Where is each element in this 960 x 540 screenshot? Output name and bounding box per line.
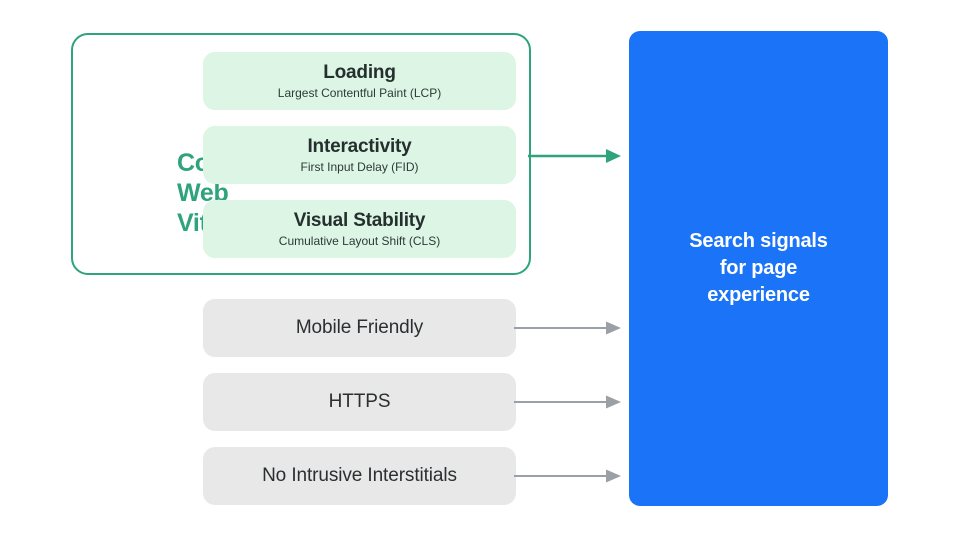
signal-label-https: HTTPS bbox=[328, 391, 391, 412]
metric-box-loading: Loading Largest Contentful Paint (LCP) bbox=[203, 52, 516, 110]
metric-title-visual-stability: Visual Stability bbox=[293, 209, 426, 231]
core-web-vitals-arrow-icon bbox=[528, 149, 621, 163]
signal-label-no-intrusive-interstitials: No Intrusive Interstitials bbox=[262, 465, 457, 486]
metric-box-visual-stability: Visual Stability Cumulative Layout Shift… bbox=[203, 200, 516, 258]
mobile-friendly-arrow-icon bbox=[514, 321, 621, 335]
metric-title-loading: Loading bbox=[323, 61, 396, 83]
no-intrusive-interstitials-arrow-icon bbox=[514, 469, 621, 483]
signal-box-no-intrusive-interstitials: No Intrusive Interstitials bbox=[203, 447, 516, 505]
search-signals-line-2: for page bbox=[719, 257, 798, 279]
search-signals-line-1: Search signals bbox=[689, 230, 828, 252]
signal-box-https: HTTPS bbox=[203, 373, 516, 431]
search-signals-line-3: experience bbox=[707, 284, 810, 306]
metric-box-interactivity: Interactivity First Input Delay (FID) bbox=[203, 126, 516, 184]
metric-title-interactivity: Interactivity bbox=[307, 135, 412, 157]
signal-label-mobile-friendly: Mobile Friendly bbox=[295, 317, 424, 338]
https-arrow-icon bbox=[514, 395, 621, 409]
search-signals-panel-text: Search signals for page experience bbox=[673, 228, 843, 309]
metric-subtitle-loading: Largest Contentful Paint (LCP) bbox=[277, 85, 442, 100]
metric-subtitle-interactivity: First Input Delay (FID) bbox=[300, 159, 419, 174]
search-signals-panel: Search signals for page experience bbox=[629, 31, 888, 506]
metric-subtitle-visual-stability: Cumulative Layout Shift (CLS) bbox=[278, 233, 441, 248]
signal-box-mobile-friendly: Mobile Friendly bbox=[203, 299, 516, 357]
